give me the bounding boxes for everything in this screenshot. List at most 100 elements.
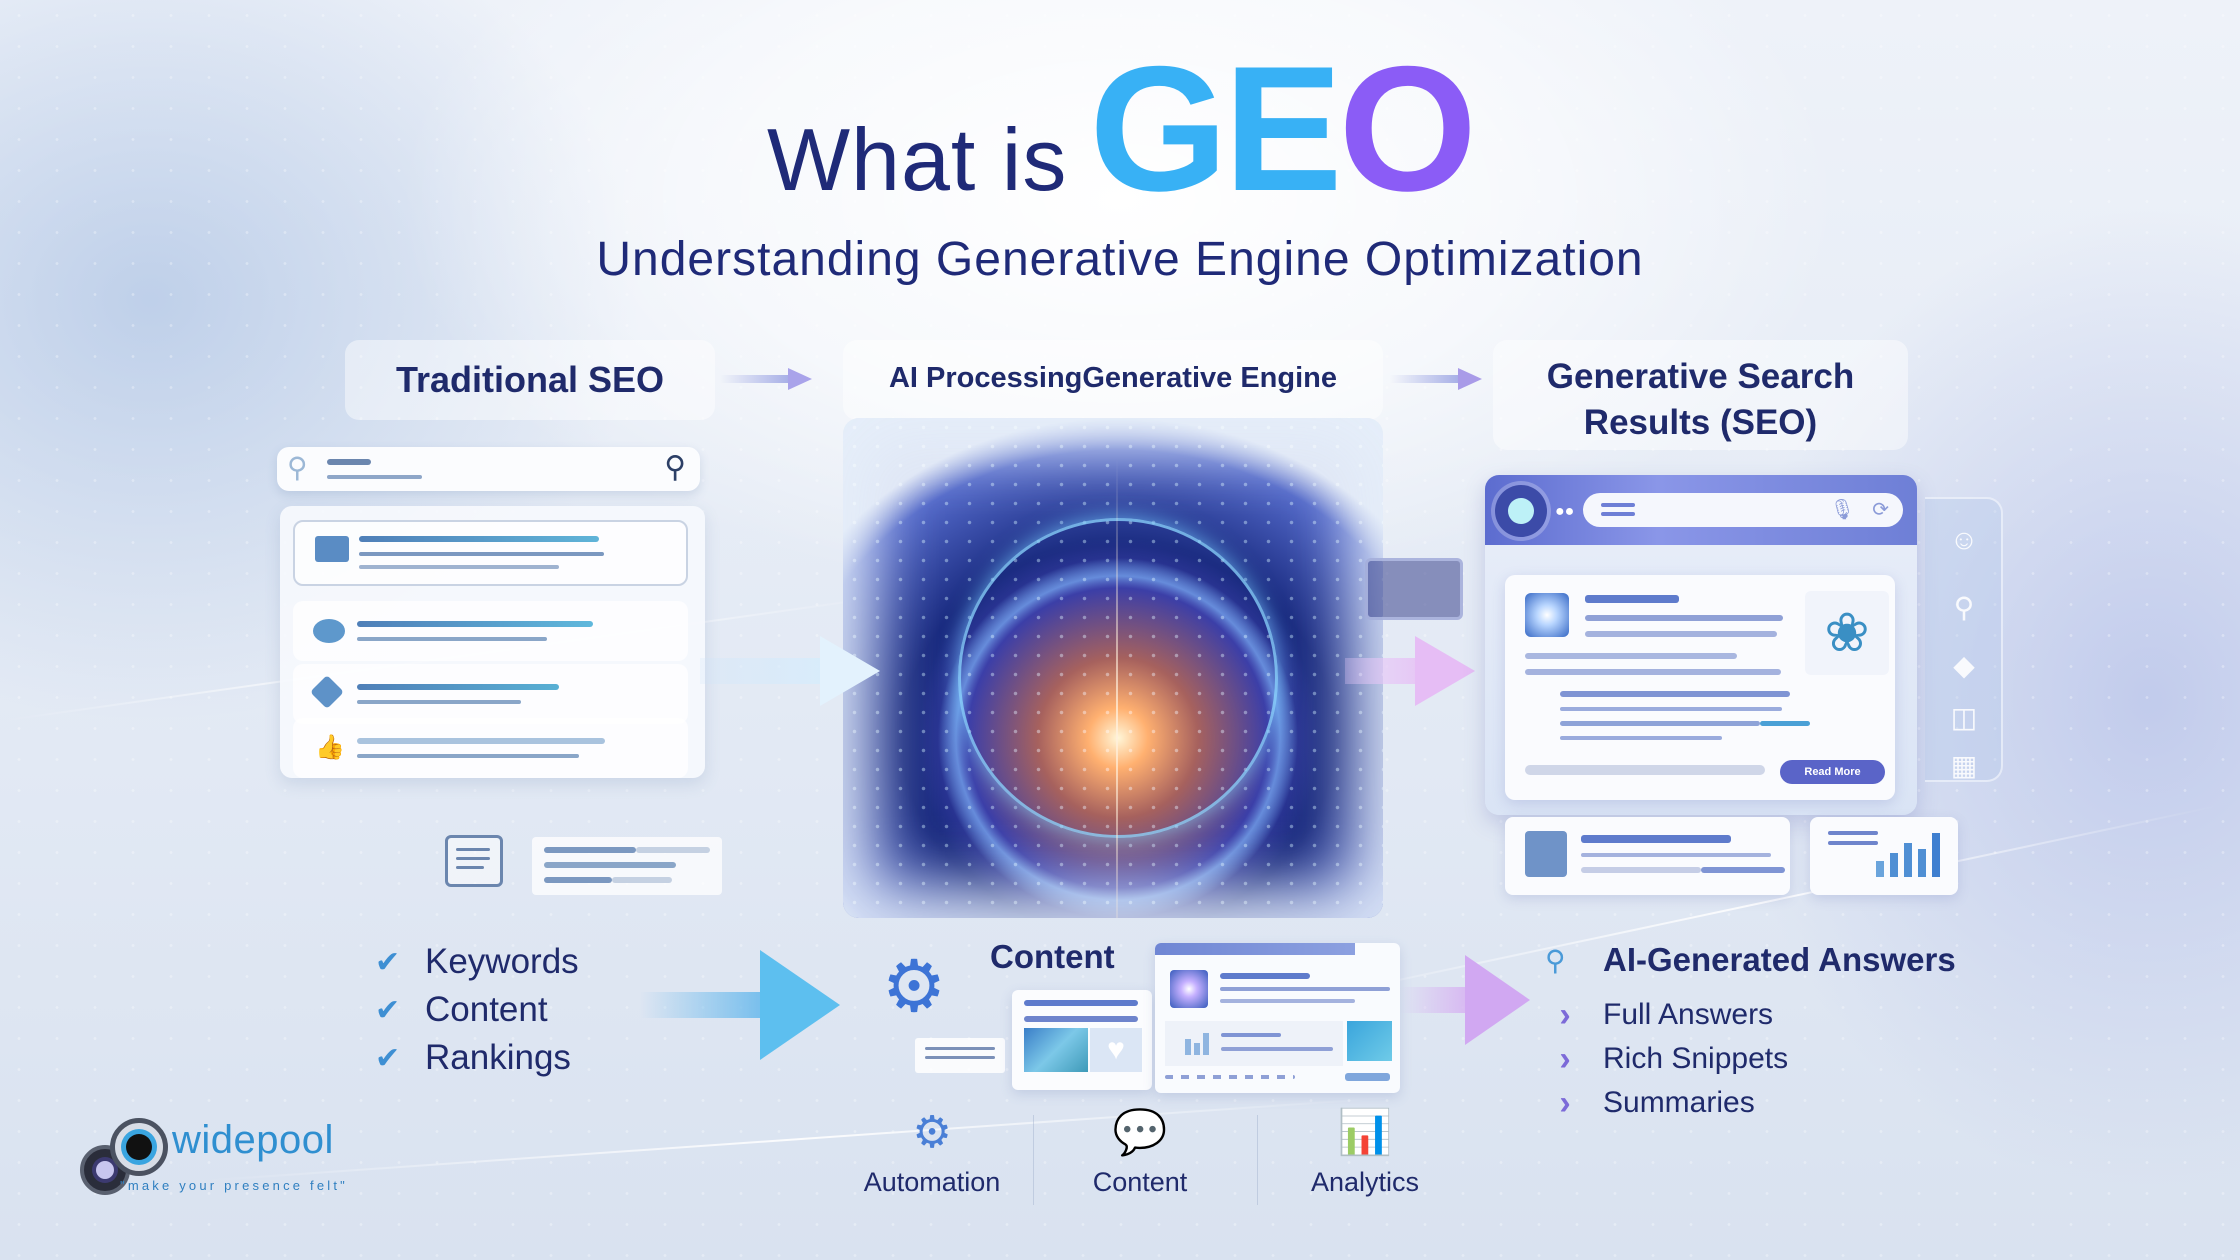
- chat-bot-icon: ☺: [1949, 524, 1979, 555]
- title-letter-o: O: [1338, 29, 1477, 228]
- chevron-right-icon: ›: [1559, 995, 1571, 1034]
- stage-label: Traditional SEO: [395, 359, 665, 400]
- image-icon: [1347, 1021, 1392, 1061]
- text-placeholder-bar: [357, 738, 605, 744]
- analytics-card-mock: [1810, 817, 1958, 895]
- arrow-right-icon: [640, 950, 840, 1060]
- read-more-button[interactable]: Read More: [1780, 760, 1885, 784]
- list-item-label: Content: [425, 990, 548, 1029]
- arrow-right-icon: [700, 636, 880, 706]
- list-item-label: Rankings: [425, 1038, 571, 1077]
- audio-icon: ●●: [1555, 503, 1575, 520]
- list-item: ✔Content: [375, 986, 579, 1034]
- thumbs-up-icon: 👍: [315, 734, 345, 761]
- text-placeholder-bar: [327, 475, 422, 479]
- text-placeholder-bar: [357, 754, 579, 758]
- ai-answers-list: ⚲ AI-Generated Answers › Full Answers › Ric…: [1545, 938, 1956, 1124]
- chevron-right-icon: ›: [1559, 1039, 1571, 1078]
- stage-header-generative-results: Generative Search Results (SEO): [1493, 340, 1908, 450]
- list-item: › Rich Snippets: [1545, 1038, 1956, 1080]
- tag-icon: [310, 675, 344, 709]
- search-icon: ⚲: [287, 452, 308, 483]
- content-card-mock: ♥: [1012, 990, 1152, 1090]
- title-prefix: What is: [766, 110, 1068, 209]
- flow-arrow-icon: [1390, 368, 1482, 390]
- title-letter-g: G: [1089, 29, 1227, 228]
- image-icon: [1024, 1028, 1088, 1072]
- search-bar-mock: 🎙 ⟳: [1583, 493, 1903, 527]
- content-chat-icon: 💬: [1112, 1108, 1168, 1157]
- text-placeholder-bar: [357, 621, 593, 627]
- check-icon: ✔: [375, 1041, 401, 1075]
- image-thumb-icon: [315, 536, 349, 562]
- refresh-icon: ⟳: [1872, 499, 1889, 521]
- assistant-logo-icon: [1495, 485, 1547, 537]
- arrow-right-icon: [1345, 636, 1475, 706]
- result-row: [293, 664, 688, 724]
- list-item: › Full Answers: [1545, 994, 1956, 1036]
- search-bar-mock: ⚲ ⚲: [277, 447, 700, 491]
- list-item-label: Full Answers: [1603, 998, 1774, 1031]
- generative-results-browser-mock: ●● 🎙 ⟳ ❀ Read More: [1485, 475, 1917, 815]
- search-results-list-mock: 👍: [280, 506, 705, 778]
- monitor-chart-icon: [1365, 558, 1463, 620]
- list-item-label: Keywords: [425, 942, 579, 981]
- check-icon: ✔: [375, 945, 401, 979]
- divider: [1257, 1115, 1258, 1205]
- document-icon: [1525, 831, 1567, 877]
- chat-bubble-icon: [313, 619, 345, 643]
- layers-icon: ◆: [1953, 650, 1975, 681]
- result-row: 👍: [293, 718, 688, 778]
- text-placeholder-bar: [359, 565, 559, 569]
- sparkle-thumb-icon: [1170, 970, 1208, 1008]
- list-item: ✔ Keywords: [375, 938, 579, 986]
- ai-answers-title-text: AI-Generated Answers: [1603, 941, 1956, 978]
- text-placeholder-bar: [359, 536, 599, 542]
- search-icon: ⚲: [1953, 592, 1975, 623]
- content-snippet-mock: [915, 1038, 1005, 1073]
- sparkle-thumb-icon: [1525, 593, 1569, 637]
- chevron-right-icon: ›: [1559, 1083, 1571, 1122]
- feature-automation: ⚙ Automation: [832, 1105, 1032, 1198]
- flow-arrow-icon: [720, 368, 812, 390]
- feature-label: Content: [1092, 1167, 1188, 1197]
- feature-analytics: 📊 Analytics: [1265, 1105, 1465, 1198]
- list-item: › Summaries: [1545, 1082, 1956, 1124]
- layout-icon: ▦: [1950, 750, 1978, 781]
- subtitle: Understanding Generative Engine Optimiza…: [596, 233, 1644, 286]
- list-item-label: Summaries: [1603, 1086, 1755, 1119]
- search-check-icon: ⚲: [1545, 944, 1566, 976]
- ai-result-card: ❀ Read More: [1505, 575, 1895, 800]
- plant-image-icon: ❀: [1805, 591, 1889, 675]
- heart-icon: ♥: [1090, 1028, 1142, 1072]
- search-icon: ⚲: [664, 451, 686, 484]
- stage-label-line2: Results (SEO): [1583, 403, 1818, 442]
- text-placeholder-bar: [357, 684, 559, 690]
- list-item-label: Rich Snippets: [1603, 1042, 1789, 1075]
- traditional-seo-checklist: ✔ Keywords ✔Content ✔ Rankings: [375, 938, 579, 1082]
- text-placeholder-bar: [327, 459, 371, 465]
- microphone-icon: 🎙: [1829, 499, 1855, 521]
- brand-tagline: "make your presence felt": [120, 1178, 348, 1193]
- gear-icon: ⚙: [881, 947, 947, 1027]
- text-placeholder-bar: [357, 700, 521, 704]
- text-placeholder-bar: [359, 552, 604, 556]
- divider: [1033, 1115, 1034, 1205]
- summary-card-mock: [1505, 817, 1790, 895]
- arrow-right-icon: [1400, 955, 1530, 1045]
- chart-strip-mock: [1165, 1021, 1343, 1066]
- text-placeholder-bar: [357, 637, 547, 641]
- ai-answers-title: ⚲ AI-Generated Answers: [1545, 938, 1956, 982]
- document-edit-icon: [445, 835, 503, 887]
- feature-label: Analytics: [1310, 1167, 1420, 1197]
- feature-content: 💬 Content: [1040, 1105, 1240, 1198]
- title-acronym: GEO: [1089, 29, 1477, 228]
- stage-header-ai-processing: AI ProcessingGenerative Engine: [843, 340, 1383, 420]
- content-dashboard-mock: [1155, 943, 1400, 1093]
- feature-label: Automation: [863, 1167, 1001, 1197]
- tool-sidebar-mock: ☺ ⚲ ◆ ◫ ▦: [1925, 497, 2003, 782]
- logo-eye-icon: [110, 1118, 168, 1176]
- content-block-title: Content: [990, 938, 1115, 975]
- snippet-card-mock: [532, 837, 722, 895]
